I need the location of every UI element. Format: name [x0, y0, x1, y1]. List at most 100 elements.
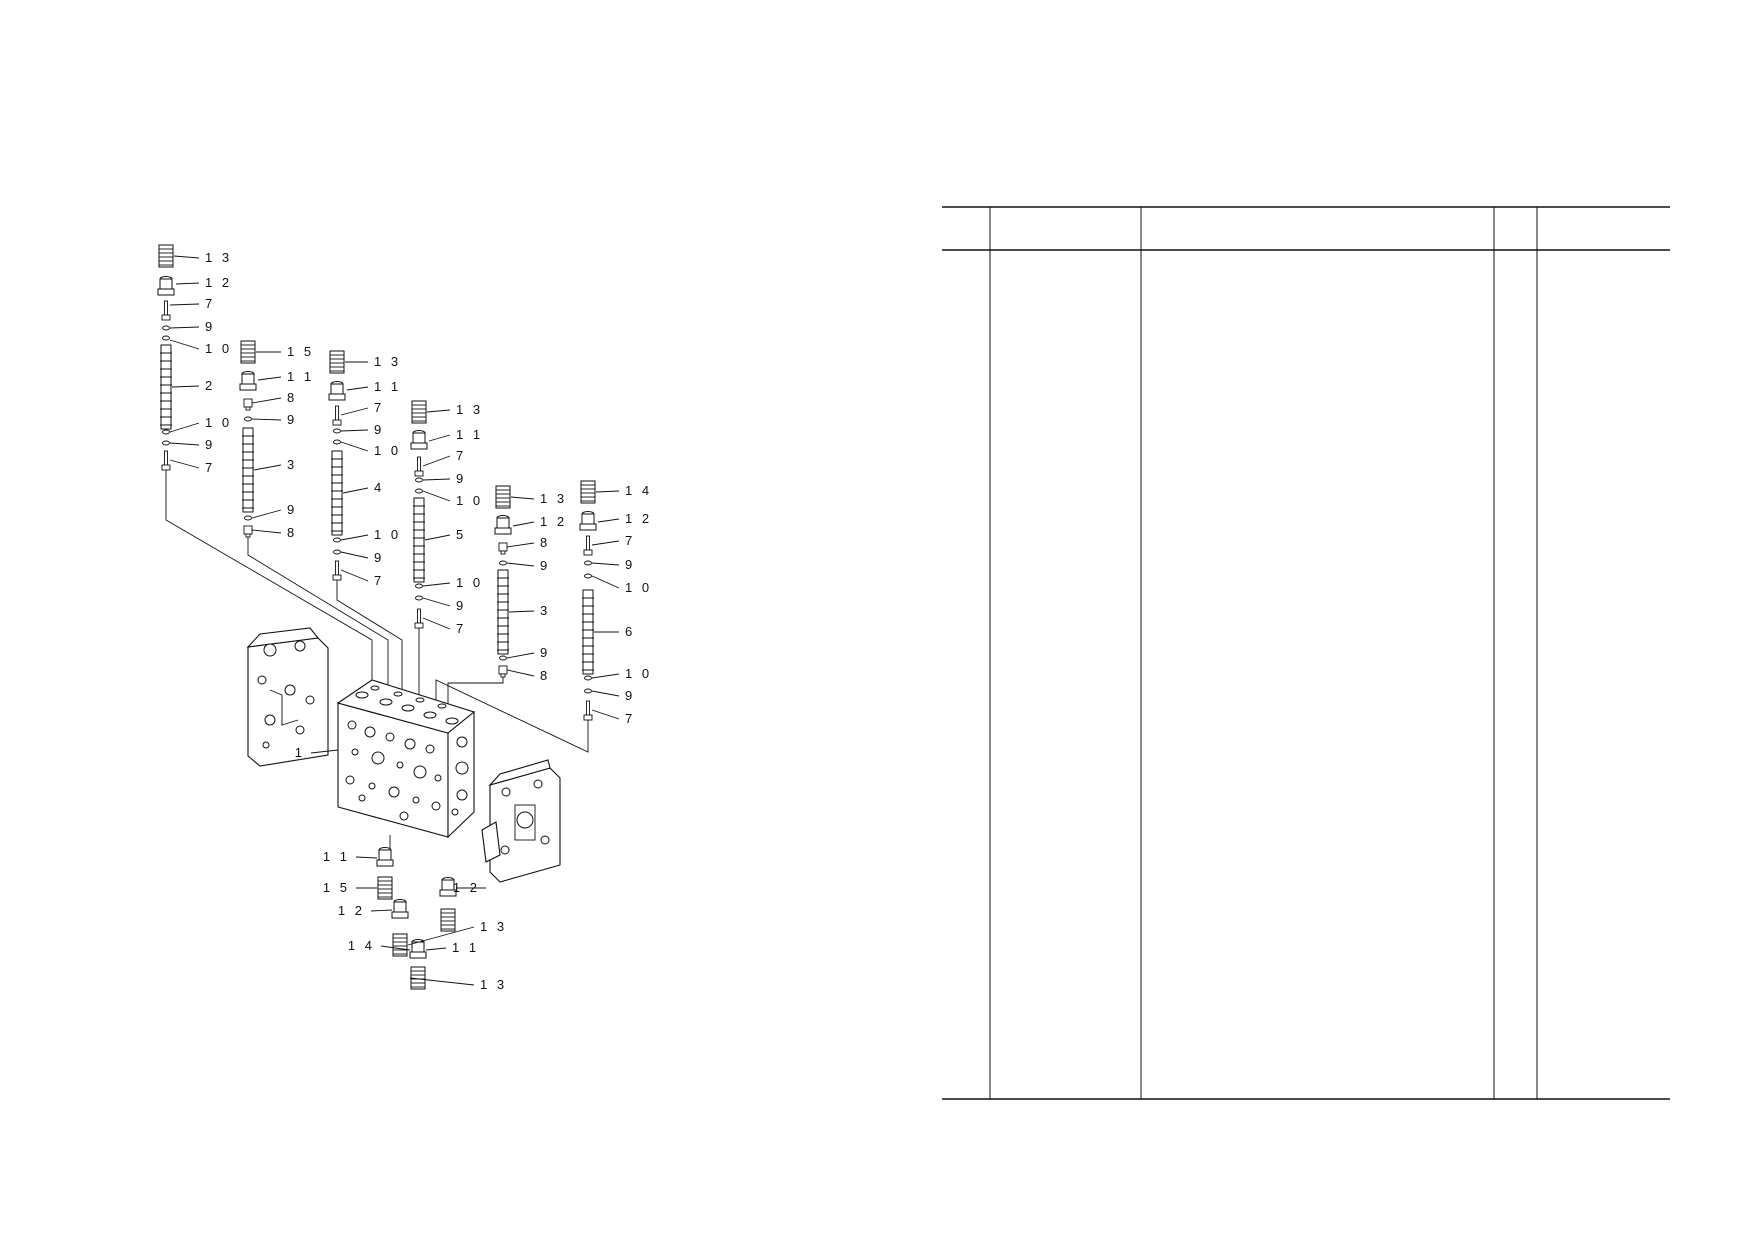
leader-line — [422, 617, 451, 630]
callout-part-10: 1 0 — [456, 575, 483, 590]
leader-line — [340, 429, 369, 432]
leader-line — [510, 496, 535, 500]
main-valve-block — [336, 679, 476, 839]
column-d-parts — [410, 400, 428, 629]
leader-line — [591, 540, 620, 546]
leader-line — [171, 385, 200, 388]
callout-part-3: 3 — [540, 603, 550, 618]
callout-part-9: 9 — [374, 422, 384, 437]
leader-line — [251, 529, 282, 534]
callout-part-10: 1 0 — [205, 341, 232, 356]
callout-part-7: 7 — [456, 621, 466, 636]
leader-line — [506, 562, 535, 567]
leader-line — [251, 509, 282, 519]
callout-part-7: 7 — [456, 448, 466, 463]
callout-part-15: 1 5 — [287, 344, 314, 359]
leader-line — [173, 255, 200, 259]
leader-line — [597, 518, 620, 523]
leader-line — [340, 441, 369, 452]
leader-line — [380, 945, 411, 951]
leader-line — [175, 282, 200, 285]
callout-part-3: 3 — [287, 457, 297, 472]
callout-part-9: 9 — [287, 412, 297, 427]
callout-part-1: 1 — [295, 745, 305, 760]
leader-line — [340, 407, 369, 416]
leader-line — [426, 409, 451, 413]
callout-part-13: 1 3 — [456, 402, 483, 417]
leader-line — [409, 977, 475, 986]
callout-part-13: 1 3 — [540, 491, 567, 506]
leader-line — [342, 487, 369, 494]
leader-line — [407, 926, 475, 946]
callout-part-9: 9 — [540, 645, 550, 660]
callout-part-9: 9 — [287, 502, 297, 517]
callout-part-4: 4 — [374, 480, 384, 495]
callout-part-11: 1 1 — [287, 369, 314, 384]
leader-line — [169, 422, 200, 433]
callout-part-7: 7 — [374, 573, 384, 588]
right-end-cover — [481, 759, 561, 883]
callout-part-13: 1 3 — [480, 919, 507, 934]
callout-part-10: 1 0 — [456, 493, 483, 508]
leader-line — [370, 909, 393, 912]
leader-line — [169, 442, 200, 446]
leader-line — [508, 610, 535, 613]
callout-part-9: 9 — [456, 598, 466, 613]
leader-line — [422, 597, 451, 607]
leader-line — [591, 562, 620, 566]
callout-part-7: 7 — [625, 533, 635, 548]
callout-part-13: 1 3 — [480, 977, 507, 992]
leader-line — [251, 418, 282, 421]
callout-part-6: 6 — [625, 624, 635, 639]
leader-line — [428, 434, 451, 442]
leader-line — [251, 397, 282, 404]
left-end-cover — [246, 627, 329, 767]
leader-line — [422, 582, 451, 587]
callout-part-11: 1 1 — [456, 427, 483, 442]
callout-part-12: 1 2 — [453, 880, 480, 895]
leader-line — [591, 575, 620, 589]
leader-line — [340, 534, 369, 541]
leader-line — [506, 542, 535, 548]
leader-line — [169, 326, 200, 329]
callout-part-10: 1 0 — [625, 666, 652, 681]
leader-line — [310, 749, 339, 754]
callout-part-11: 1 1 — [374, 379, 401, 394]
callout-part-9: 9 — [374, 550, 384, 565]
leader-line — [257, 376, 282, 381]
callout-part-9: 9 — [625, 688, 635, 703]
callout-part-7: 7 — [374, 400, 384, 415]
callout-part-11: 1 1 — [323, 849, 350, 864]
callout-part-5: 5 — [456, 527, 466, 542]
callout-part-14: 1 4 — [348, 938, 375, 953]
leader-line — [346, 386, 369, 391]
callout-part-9: 9 — [625, 557, 635, 572]
leader-line — [422, 478, 451, 481]
column-e-parts — [494, 485, 512, 678]
leader-line — [591, 690, 620, 697]
callout-part-10: 1 0 — [205, 415, 232, 430]
callout-part-8: 8 — [540, 668, 550, 683]
leader-line — [425, 947, 447, 951]
leader-line — [169, 339, 200, 350]
callout-part-8: 8 — [287, 390, 297, 405]
column-c-parts — [328, 350, 346, 581]
column-f-parts — [579, 480, 597, 721]
callout-part-7: 7 — [205, 460, 215, 475]
callout-part-2: 2 — [205, 378, 215, 393]
leader-line — [340, 569, 369, 582]
leader-line — [422, 490, 451, 502]
callout-part-15: 1 5 — [323, 880, 350, 895]
column-b-parts — [239, 340, 257, 538]
leader-line — [506, 669, 535, 677]
callout-part-8: 8 — [287, 525, 297, 540]
bottom-parts — [376, 847, 457, 990]
parts-table — [942, 206, 1670, 1100]
callout-part-9: 9 — [205, 437, 215, 452]
leader-line — [591, 709, 620, 720]
callout-part-10: 1 0 — [374, 527, 401, 542]
callout-part-12: 1 2 — [205, 275, 232, 290]
callout-part-7: 7 — [205, 296, 215, 311]
